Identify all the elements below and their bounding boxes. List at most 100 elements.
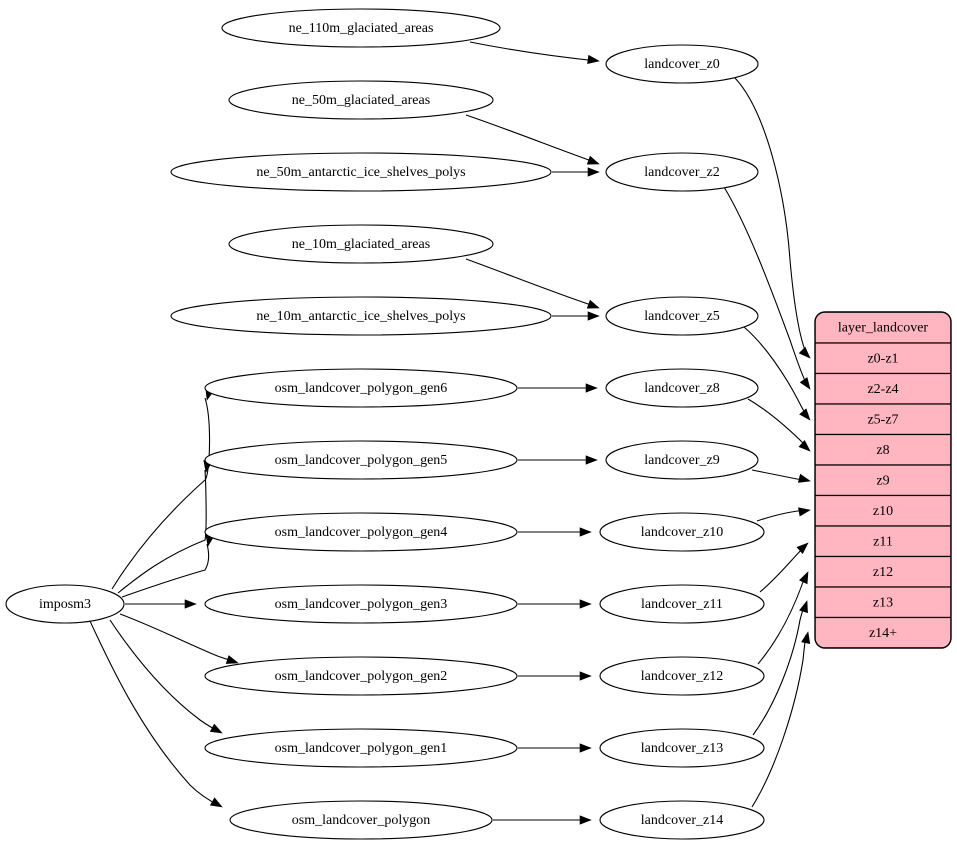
node-shape [221, 8, 501, 48]
node-ne_110m_glaciated_areas[interactable]: ne_110m_glaciated_areas [221, 8, 501, 48]
node-landcover_z2[interactable]: landcover_z2 [605, 152, 759, 192]
edge [747, 398, 811, 452]
node-label: landcover_z2 [644, 165, 719, 180]
arrow-head-icon [579, 671, 592, 681]
edge [465, 258, 600, 309]
edge [552, 311, 600, 321]
node-shape [228, 224, 494, 264]
node-osm_landcover_polygon[interactable]: osm_landcover_polygon [229, 800, 493, 840]
node-label: ne_110m_glaciated_areas [289, 21, 434, 36]
edge [89, 620, 223, 808]
edge [757, 571, 809, 665]
table-header: layer_landcover [815, 312, 951, 344]
node-landcover_z0[interactable]: landcover_z0 [605, 44, 759, 84]
node-landcover_z8[interactable]: landcover_z8 [605, 368, 759, 408]
node-label: ne_50m_glaciated_areas [292, 93, 430, 108]
edge [518, 455, 598, 465]
table-header-label: layer_landcover [838, 321, 929, 336]
table-row[interactable]: z10 [815, 494, 951, 527]
edge [117, 460, 213, 594]
arrow-head-icon [587, 54, 600, 65]
node-landcover_z10[interactable]: landcover_z10 [599, 512, 765, 552]
node-osm_landcover_polygon_gen6[interactable]: osm_landcover_polygon_gen6 [204, 368, 518, 408]
table-row[interactable]: z2-z4 [815, 372, 951, 405]
node-shape [204, 440, 518, 480]
table-row[interactable]: z5-z7 [815, 403, 951, 436]
table-row-label: z8 [876, 443, 889, 458]
node-shape [170, 296, 552, 336]
node-landcover_z11[interactable]: landcover_z11 [599, 584, 765, 624]
node-label: landcover_z10 [641, 525, 723, 540]
node-osm_landcover_polygon_gen2[interactable]: osm_landcover_polygon_gen2 [204, 656, 518, 696]
node-landcover_z9[interactable]: landcover_z9 [605, 440, 759, 480]
edge [125, 599, 197, 609]
node-label: osm_landcover_polygon [292, 813, 430, 828]
arrow-head-icon [586, 155, 600, 165]
node-osm_landcover_polygon_gen4[interactable]: osm_landcover_polygon_gen4 [204, 512, 518, 552]
arrow-head-icon [225, 655, 239, 664]
table-outline [814, 311, 952, 649]
arrow-head-icon [579, 527, 592, 537]
node-ne_10m_antarctic_ice_shelves_polys[interactable]: ne_10m_antarctic_ice_shelves_polys [170, 296, 552, 336]
table-row-label: z13 [873, 595, 893, 610]
edge [493, 815, 592, 825]
node-imposm3[interactable]: imposm3 [5, 584, 125, 624]
table-row-label: z2-z4 [867, 382, 898, 397]
edge [752, 600, 808, 736]
arrow-head-icon [798, 346, 811, 359]
node-shape [599, 584, 765, 624]
arrow-head-icon [209, 797, 223, 808]
node-shape [204, 512, 518, 552]
table-row[interactable]: z0-z1 [815, 342, 951, 375]
node-label: imposm3 [39, 597, 91, 612]
edges-layer [89, 41, 811, 825]
arrow-head-icon [586, 299, 600, 309]
node-label: ne_50m_antarctic_ice_shelves_polys [256, 165, 465, 180]
arrow-head-icon [585, 455, 598, 465]
node-shape [599, 512, 765, 552]
node-shape [599, 728, 765, 768]
table-row-cell [815, 464, 951, 497]
node-label: osm_landcover_polygon_gen3 [275, 597, 448, 612]
node-shape [599, 800, 765, 840]
table-row[interactable]: z12 [815, 555, 951, 588]
node-label: osm_landcover_polygon_gen6 [275, 381, 448, 396]
node-osm_landcover_polygon_gen3[interactable]: osm_landcover_polygon_gen3 [204, 584, 518, 624]
node-landcover_z13[interactable]: landcover_z13 [599, 728, 765, 768]
table-row[interactable]: z11 [815, 525, 951, 558]
arrow-head-icon [579, 743, 592, 753]
arrow-head-icon [799, 571, 809, 585]
node-label: landcover_z13 [641, 741, 723, 756]
node-landcover_z14[interactable]: landcover_z14 [599, 800, 765, 840]
node-shape [204, 728, 518, 768]
node-ne_50m_antarctic_ice_shelves_polys[interactable]: ne_50m_antarctic_ice_shelves_polys [170, 152, 552, 192]
node-ne_10m_glaciated_areas[interactable]: ne_10m_glaciated_areas [228, 224, 494, 264]
node-label: ne_10m_antarctic_ice_shelves_polys [256, 309, 465, 324]
node-landcover_z5[interactable]: landcover_z5 [605, 296, 759, 336]
table-row[interactable]: z8 [815, 433, 951, 466]
node-shape [599, 656, 765, 696]
node-label: ne_10m_glaciated_areas [292, 237, 430, 252]
arrow-head-icon [801, 631, 811, 645]
table-row[interactable]: z14+ [815, 616, 951, 649]
node-osm_landcover_polygon_gen5[interactable]: osm_landcover_polygon_gen5 [204, 440, 518, 480]
table-row[interactable]: z9 [815, 464, 951, 497]
arrow-head-icon [579, 599, 592, 609]
table-row-label: z9 [876, 473, 889, 488]
edge [111, 387, 215, 590]
node-shape [5, 584, 125, 624]
node-label: osm_landcover_polygon_gen1 [275, 741, 448, 756]
node-landcover_z12[interactable]: landcover_z12 [599, 656, 765, 696]
arrow-head-icon [798, 439, 811, 452]
edge [518, 527, 592, 537]
arrow-head-icon [587, 311, 600, 321]
table-row[interactable]: z13 [815, 586, 951, 619]
table-row-cell [815, 403, 951, 436]
node-ne_50m_glaciated_areas[interactable]: ne_50m_glaciated_areas [228, 80, 494, 120]
edge [469, 41, 600, 65]
edge [119, 613, 239, 664]
arrow-head-icon [587, 167, 600, 177]
table-row-label: z14+ [869, 626, 897, 641]
node-osm_landcover_polygon_gen1[interactable]: osm_landcover_polygon_gen1 [204, 728, 518, 768]
